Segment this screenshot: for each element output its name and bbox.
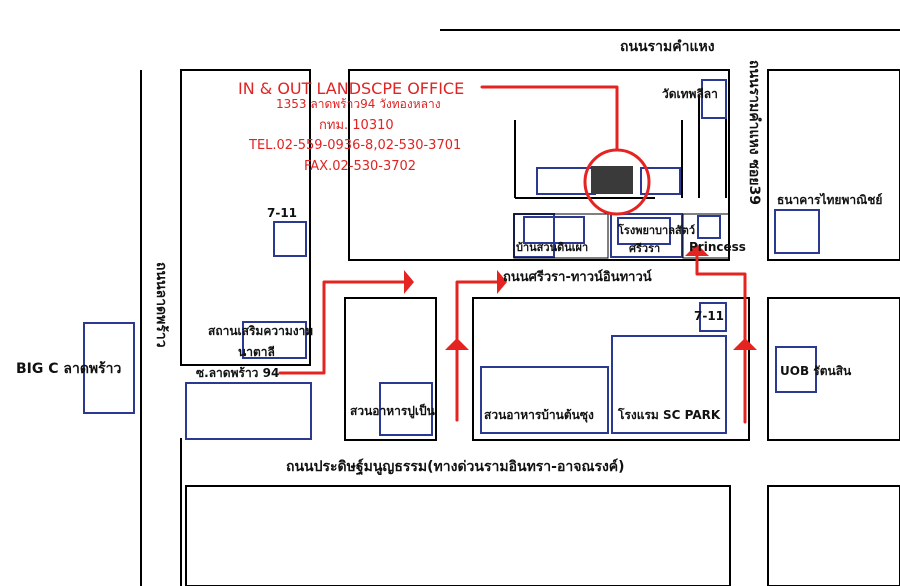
big-c-label: BIG C ลาดพร้าว [16, 361, 122, 377]
route-to-srivara [455, 280, 499, 422]
princess-building [697, 215, 721, 239]
beauty-label-line1: สถานเสริมความงาม [208, 324, 314, 338]
vet-label-line2: ศรีวรา [629, 242, 661, 255]
sc-park-building [611, 335, 727, 434]
seven-eleven-right-building [699, 302, 727, 332]
block-upper-left [180, 69, 311, 366]
scb-label: ธนาคารไทยพาณิชย์ [777, 193, 883, 207]
uob-building [775, 346, 817, 393]
uob-label: UOB รัตนสิน [780, 364, 852, 378]
princess-label: Princess [689, 240, 746, 254]
office-tel: TEL.02-559-0936-8,02-530-3701 [249, 138, 462, 153]
arrow-head-up-1 [445, 338, 469, 350]
office-name: IN & OUT LANDSCPE OFFICE [238, 79, 465, 98]
block-center-upper [348, 69, 730, 261]
office-highlight-circle [583, 148, 651, 216]
beauty-building [242, 321, 307, 359]
vet-inner [617, 217, 671, 245]
seven-eleven-left-building [273, 221, 307, 257]
office-address: 1353 ลาดพร้าว94 วังทองหลาง [276, 97, 441, 111]
wat-building [701, 79, 727, 119]
restaurant-bantonchong-label: สวนอาหารบ้านต้นซุง [484, 408, 594, 422]
scb-building [774, 209, 820, 254]
ban-suan-inner [523, 216, 585, 244]
pupen-building [379, 382, 433, 436]
vet-label-line1: โรงพยาบาลสัตว์ [618, 224, 695, 237]
wat-label: วัดเทพลีลา [662, 87, 718, 101]
office-city: กทม. 10310 [319, 118, 394, 133]
princess-outline [682, 213, 730, 259]
bigc-building [83, 322, 135, 414]
road-ladprao-label: ถนนลาดพร้าว [153, 262, 169, 348]
seven-eleven-right-label: 7-11 [694, 309, 725, 323]
office-building-marker [591, 166, 633, 194]
hotel-sc-park-label: โรงแรม SC PARK [618, 408, 721, 422]
office-fax: FAX.02-530-3702 [304, 159, 417, 174]
block-pupen [344, 297, 437, 441]
bantonchong-building [480, 366, 609, 434]
center-building-2 [640, 167, 681, 195]
road-ramkhamhaeng-label: ถนนรามคำแหง [620, 39, 715, 55]
soi-ladprao94-label: ซ.ลาดพร้าว 94 [196, 366, 280, 380]
route-soi94 [278, 280, 406, 375]
block-bottom-center [185, 485, 731, 586]
route-office-pointer [480, 85, 619, 152]
vet-frame [610, 213, 683, 258]
block-bottom-right [767, 485, 900, 586]
arrow-head-up-2 [733, 338, 757, 350]
restaurant-pupen-label: สวนอาหารปูเป็น [350, 404, 435, 418]
beauty-label-line2: นาตาลี [238, 345, 275, 359]
arrow-head-right-2 [497, 270, 507, 294]
arrow-head-right-1 [404, 270, 414, 294]
ban-suan-outline [513, 213, 609, 259]
block-center-lower [472, 297, 750, 441]
road-ramkhamhaeng-soi39-label: ถนนรามคำแหง ซอย39 [746, 60, 762, 206]
block-right-upper [767, 69, 900, 261]
road-srivara-label: ถนนศรีวรา-ทาวน์อินทาวน์ [503, 270, 652, 285]
block-right-lower [767, 297, 900, 441]
soi94-building [185, 382, 312, 440]
road-praditmanutham-label: ถนนประดิษฐ์มนูญธรรม(ทางด่วนรามอินทรา-อาจ… [286, 459, 625, 475]
ban-suan-label: บ้านสวนดินเผา [516, 241, 589, 254]
seven-eleven-left-label: 7-11 [267, 206, 298, 220]
arrow-head-up-3 [685, 244, 709, 256]
